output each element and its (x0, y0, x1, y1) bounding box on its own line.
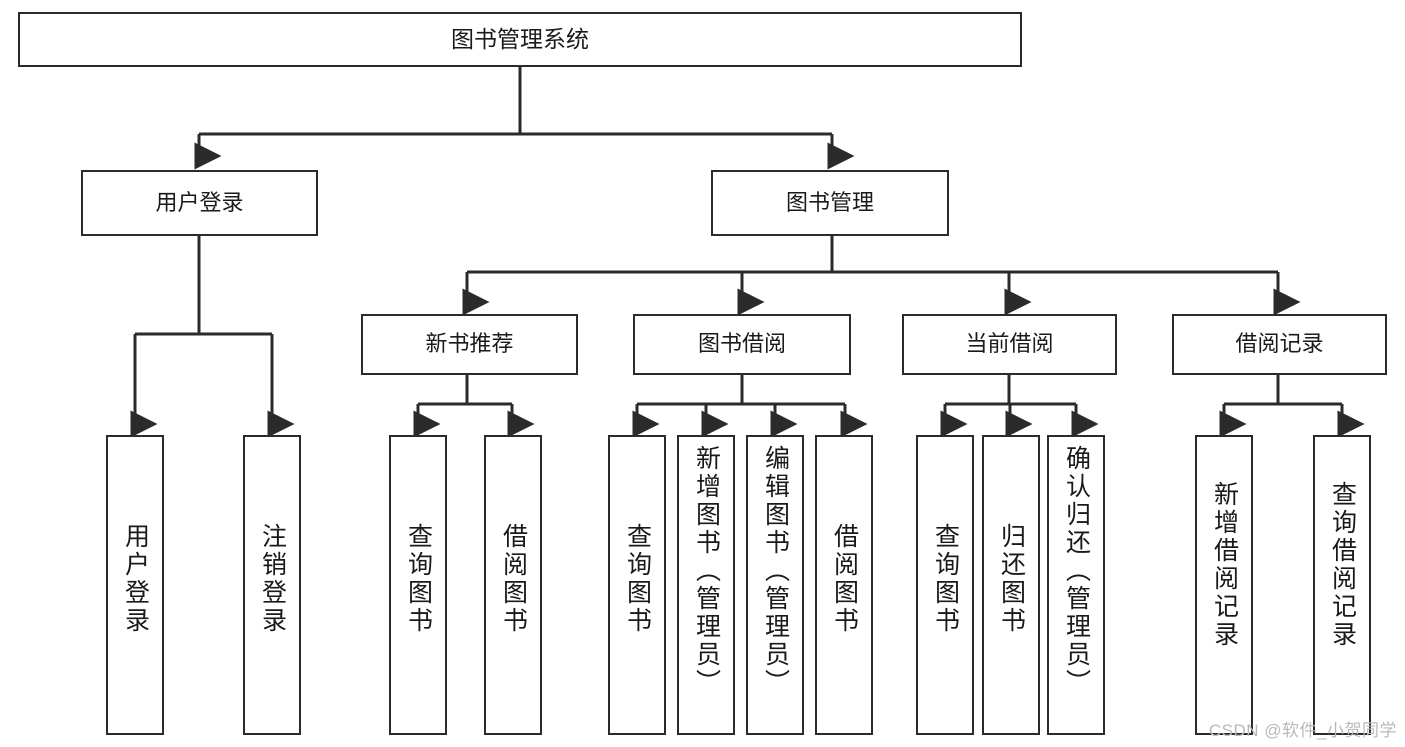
node-label: 查询图书 (931, 523, 960, 635)
leaf-query-record[interactable]: 查询借阅记录 (1313, 435, 1371, 735)
leaf-logout-login[interactable]: 注销登录 (243, 435, 301, 735)
leaf-query-book-2[interactable]: 查询图书 (608, 435, 666, 735)
node-book-borrow[interactable]: 图书借阅 (633, 314, 851, 375)
leaf-query-book-3[interactable]: 查询图书 (916, 435, 974, 735)
node-new-book-recommend[interactable]: 新书推荐 (361, 314, 578, 375)
leaf-borrow-book-2[interactable]: 借阅图书 (815, 435, 873, 735)
node-label: 查询借阅记录 (1328, 481, 1357, 649)
node-label: 查询图书 (404, 523, 433, 635)
leaf-edit-book[interactable]: 编辑图书（管理员） (746, 435, 804, 735)
node-current-borrow[interactable]: 当前借阅 (902, 314, 1117, 375)
node-label: 用户登录 (155, 189, 244, 215)
node-label: 图书借阅 (697, 331, 786, 357)
node-user-login[interactable]: 用户登录 (81, 170, 318, 236)
node-borrow-record[interactable]: 借阅记录 (1172, 314, 1387, 375)
node-label: 确认归还（管理员） (1062, 445, 1091, 697)
node-label: 借阅图书 (830, 523, 859, 635)
leaf-add-record[interactable]: 新增借阅记录 (1195, 435, 1253, 735)
csdn-watermark: CSDN @软件_小贺同学 (1208, 721, 1397, 740)
node-label: 图书管理 (785, 189, 874, 215)
leaf-add-book[interactable]: 新增图书（管理员） (677, 435, 735, 735)
node-root-system[interactable]: 图书管理系统 (18, 12, 1022, 67)
node-label: 图书管理系统 (451, 25, 589, 52)
leaf-return-book[interactable]: 归还图书 (982, 435, 1040, 735)
node-label: 新增借阅记录 (1210, 481, 1239, 649)
node-label: 用户登录 (121, 523, 150, 635)
leaf-confirm-return[interactable]: 确认归还（管理员） (1047, 435, 1105, 735)
node-label: 当前借阅 (965, 331, 1054, 357)
node-label: 借阅记录 (1235, 331, 1324, 357)
leaf-query-book-1[interactable]: 查询图书 (389, 435, 447, 735)
node-label: 借阅图书 (499, 523, 528, 635)
node-book-manage[interactable]: 图书管理 (711, 170, 949, 236)
node-label: 查询图书 (623, 523, 652, 635)
node-label: 新书推荐 (425, 331, 514, 357)
node-label: 编辑图书（管理员） (761, 445, 790, 697)
node-label: 注销登录 (258, 523, 287, 635)
node-label: 归还图书 (997, 523, 1026, 635)
leaf-user-login[interactable]: 用户登录 (106, 435, 164, 735)
node-label: 新增图书（管理员） (692, 445, 721, 697)
leaf-borrow-book-1[interactable]: 借阅图书 (484, 435, 542, 735)
